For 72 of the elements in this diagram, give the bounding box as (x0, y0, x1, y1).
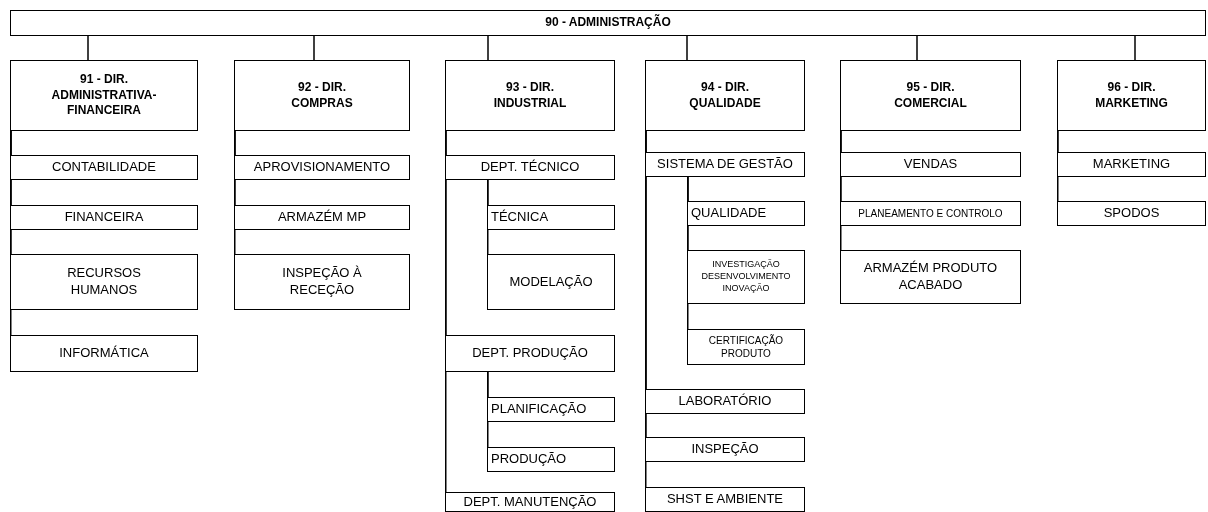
unit-label: DEPT. TÉCNICO (480, 159, 580, 176)
connector-line (916, 35, 918, 61)
department-box (487, 254, 615, 310)
unit-label: LABORATÓRIO (678, 393, 772, 410)
department-box (487, 205, 615, 230)
department-box (687, 250, 805, 304)
director-box (645, 60, 805, 131)
connector-line (686, 35, 688, 61)
department-box (10, 205, 198, 230)
unit-label: 94 - DIR. QUALIDADE (688, 79, 762, 112)
unit-label: DEPT. MANUTENÇÃO (463, 493, 597, 511)
connector-line (487, 35, 489, 61)
department-box (10, 335, 198, 372)
department-box (1057, 201, 1206, 226)
director-box (445, 60, 615, 131)
unit-label: PLANEAMENTO E CONTROLO (858, 207, 1003, 220)
unit-label: FINANCEIRA (64, 209, 144, 226)
unit-label: ARMAZÉM MP (277, 209, 367, 226)
connector-line (87, 35, 89, 61)
department-box (645, 437, 805, 462)
unit-label: VENDAS (903, 156, 958, 173)
unit-label: SHST E AMBIENTE (666, 491, 784, 508)
department-box (234, 205, 410, 230)
department-box (840, 201, 1021, 226)
unit-label: MARKETING (1092, 156, 1171, 173)
department-box (10, 155, 198, 180)
department-box (645, 487, 805, 512)
department-box (234, 254, 410, 310)
unit-label: RECURSOS HUMANOS (66, 265, 142, 299)
department-box (234, 155, 410, 180)
director-box (10, 60, 198, 131)
unit-label: QUALIDADE (691, 205, 767, 222)
unit-label: 96 - DIR. MARKETING (1094, 79, 1169, 112)
unit-label: ARMAZÉM PRODUTO ACABADO (862, 260, 999, 294)
unit-label: 95 - DIR. COMERCIAL (893, 79, 968, 112)
department-box (645, 152, 805, 177)
department-box (645, 389, 805, 414)
unit-label: 93 - DIR. INDUSTRIAL (492, 79, 568, 112)
unit-label: DEPT. PRODUÇÃO (472, 345, 588, 362)
unit-label: PLANIFICAÇÃO (491, 401, 587, 418)
unit-label: INFORMÁTICA (59, 345, 149, 362)
department-box (445, 492, 615, 512)
director-box (840, 60, 1021, 131)
unit-label: APROVISIONAMENTO (253, 159, 391, 176)
department-box (10, 254, 198, 310)
unit-label: SISTEMA DE GESTÃO (657, 156, 793, 173)
unit-label: TÉCNICA (491, 209, 549, 226)
unit-label: 92 - DIR. COMPRAS (290, 79, 354, 112)
unit-label: INVESTIGAÇÃO DESENVOLVIMENTO INOVAÇÃO (700, 259, 792, 295)
department-box (687, 329, 805, 365)
director-box (1057, 60, 1206, 131)
department-box (840, 152, 1021, 177)
unit-label: CERTIFICAÇÃO PRODUTO (707, 334, 785, 360)
department-box (1057, 152, 1206, 177)
root-box (10, 10, 1206, 36)
unit-label: CONTABILIDADE (52, 159, 156, 176)
director-box (234, 60, 410, 131)
connector-line (313, 35, 315, 61)
unit-label: INSPEÇÃO À RECEÇÃO (281, 265, 363, 299)
unit-label: PRODUÇÃO (491, 451, 567, 468)
unit-label: MODELAÇÃO (509, 273, 593, 291)
department-box (487, 447, 615, 472)
unit-label: INSPEÇÃO (691, 441, 759, 458)
department-box (487, 397, 615, 422)
department-box (445, 335, 615, 372)
connector-line (1134, 35, 1136, 61)
root-title: 90 - ADMINISTRAÇÃO (545, 15, 671, 31)
department-box (687, 201, 805, 226)
department-box (840, 250, 1021, 304)
unit-label: SPODOS (1103, 205, 1160, 222)
department-box (445, 155, 615, 180)
unit-label: 91 - DIR. ADMINISTRATIVA-FINANCEIRA (50, 72, 158, 119)
